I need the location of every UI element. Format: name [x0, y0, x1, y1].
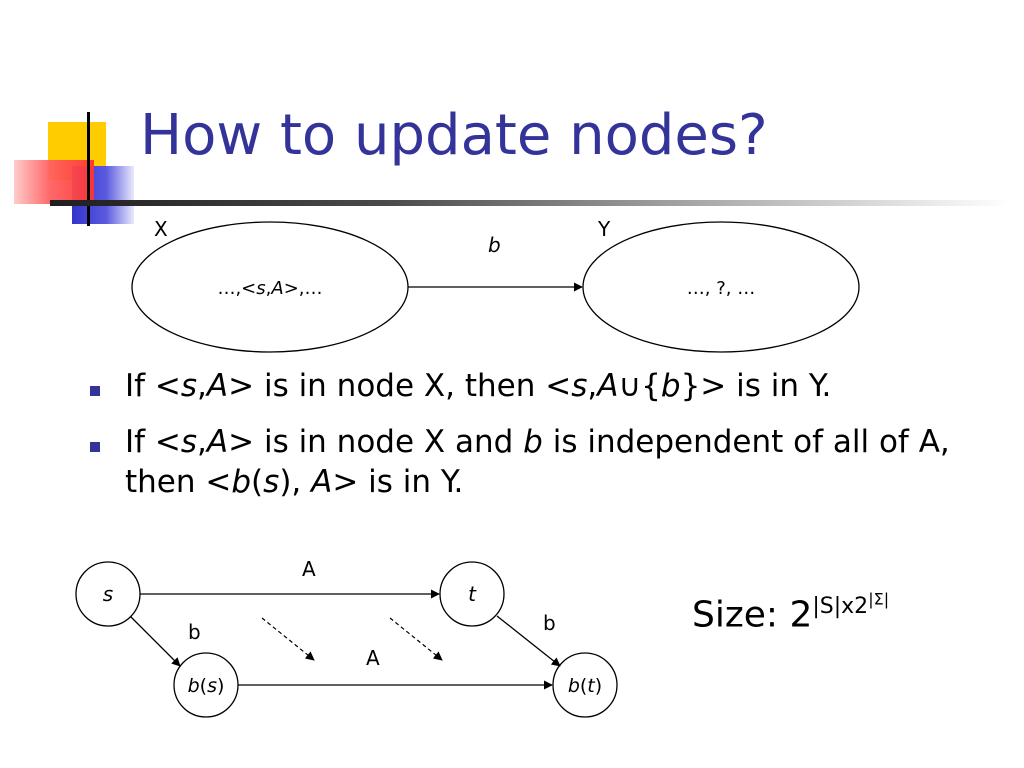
node-bt-circle	[552, 652, 618, 718]
node-y-ellipse	[582, 221, 860, 353]
node-t-circle	[439, 561, 505, 627]
bullet-item-2: If <s,A> is in node X and b is independe…	[90, 422, 950, 502]
decor-red-square	[14, 160, 94, 204]
title-underline	[50, 200, 1010, 206]
dashed-arrow-right	[389, 617, 443, 661]
node-bs-label: b(s)	[188, 675, 225, 697]
node-s-label: s	[103, 582, 113, 606]
node-t-label: t	[468, 582, 477, 606]
node-bt-label: b(t)	[568, 675, 602, 697]
page-title: How to update nodes?	[140, 103, 768, 168]
node-y-content: …, ?, …	[687, 278, 755, 299]
edge-s-to-t-label: A	[302, 557, 316, 581]
node-y-label: Y	[597, 217, 611, 241]
decor-vertical-line	[87, 112, 90, 226]
edge-x-to-y-label: b	[488, 233, 501, 257]
bullet-item-1: If <s,A> is in node X, then <s,A∪{b}> is…	[90, 366, 950, 406]
node-x-label: X	[154, 217, 168, 241]
edge-s-to-bs	[130, 616, 181, 667]
edge-s-to-bs-label: b	[188, 620, 201, 644]
node-x-content: …,<s,A>,…	[217, 278, 322, 299]
edge-bs-to-bt-label: A	[366, 646, 380, 670]
bullet-list: If <s,A> is in node X, then <s,A∪{b}> is…	[90, 366, 950, 518]
size-formula: Size: 2|S|x2|Σ|	[692, 590, 890, 636]
dashed-arrow-left	[261, 617, 315, 661]
edge-t-to-bt-label: b	[543, 611, 556, 635]
edge-t-to-bt	[496, 615, 561, 667]
